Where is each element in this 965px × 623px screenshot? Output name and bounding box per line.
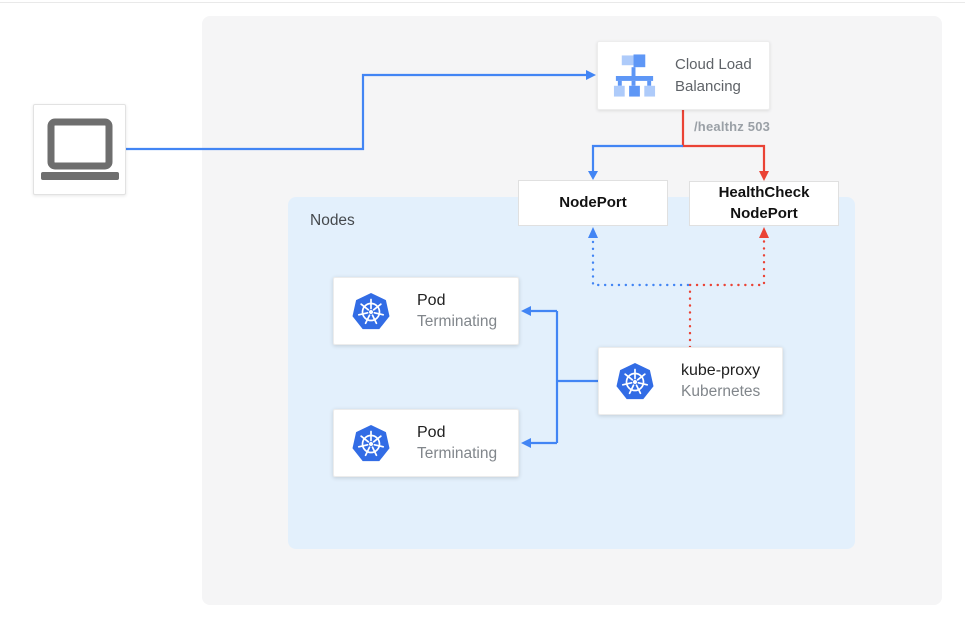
pod-title: Pod (417, 423, 446, 441)
kube-proxy-node: kube-proxy Kubernetes (598, 347, 783, 415)
kubernetes-icon (352, 425, 390, 462)
pod-text-block: Pod Terminating (417, 292, 497, 331)
pod-node-1: Pod Terminating (333, 277, 519, 345)
pod-title: Pod (417, 291, 446, 309)
healthcheck-nodeport-node: HealthCheck NodePort (689, 181, 839, 226)
client-node (33, 104, 126, 195)
kube-proxy-text-block: kube-proxy Kubernetes (681, 362, 760, 401)
kubernetes-icon (352, 293, 390, 330)
nodeport-node: NodePort (518, 180, 668, 226)
kube-proxy-subtitle: Kubernetes (681, 382, 761, 400)
kube-proxy-title: kube-proxy (681, 361, 761, 379)
nodes-container-label: Nodes (310, 212, 355, 229)
cloud-load-balancing-label: Cloud Load Balancing (675, 55, 752, 95)
kubernetes-icon (616, 363, 654, 400)
pod-text-block: Pod Terminating (417, 424, 497, 463)
cloud-load-balancing-node: Cloud Load Balancing (597, 41, 770, 110)
healthz-label: /healthz 503 (694, 119, 771, 134)
laptop-icon (40, 118, 119, 180)
pod-status: Terminating (417, 444, 498, 462)
pod-status: Terminating (417, 312, 498, 330)
top-divider (0, 2, 965, 3)
pod-node-2: Pod Terminating (333, 409, 519, 477)
load-balancer-icon (613, 53, 656, 97)
